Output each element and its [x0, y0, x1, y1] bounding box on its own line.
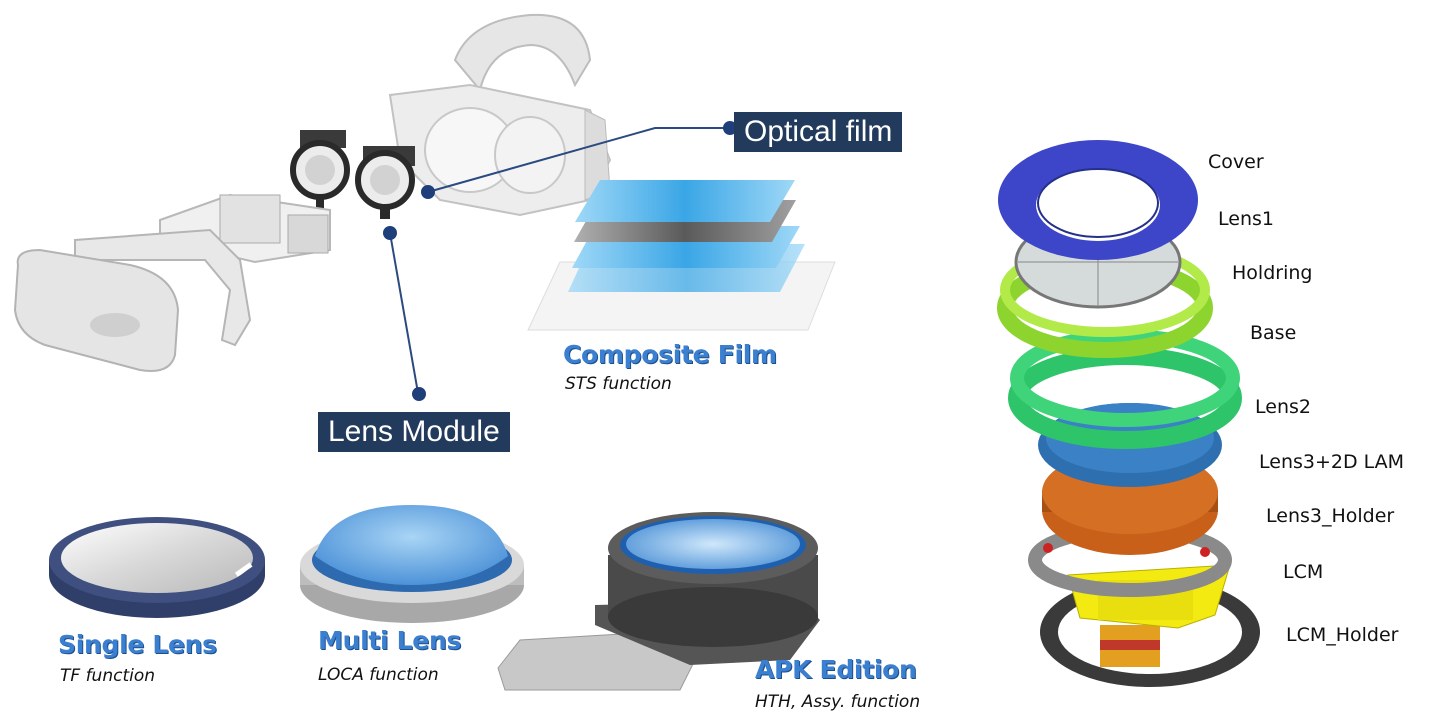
lens-module-callout: Lens Module — [318, 412, 510, 452]
composite-film-subtitle: STS function — [565, 374, 672, 394]
head-strap — [453, 13, 592, 93]
multi-lens-illustration — [300, 505, 524, 623]
stack-label-lens3-holder: Lens3_Holder — [1266, 505, 1395, 527]
optical-film-connector — [427, 127, 730, 193]
front-cover — [13, 248, 180, 372]
front-frame — [74, 228, 252, 347]
optical-film-dot-start — [421, 185, 435, 199]
apk-edition-title: APK Edition — [755, 655, 917, 684]
lens-module-left — [290, 130, 350, 209]
stack-label-holdring: Holdring — [1232, 262, 1313, 284]
composite-film-title: Composite Film — [563, 340, 777, 369]
cover-part — [998, 140, 1198, 260]
stack-label-lens2: Lens2 — [1255, 396, 1311, 418]
multi-lens-subtitle: LOCA function — [318, 665, 439, 685]
single-lens-illustration — [49, 517, 265, 618]
lens-module-right — [355, 146, 415, 219]
apk-edition-subtitle: HTH, Assy. function — [755, 692, 921, 712]
film-layer-1 — [575, 180, 795, 222]
lens-module-dot-end — [412, 387, 426, 401]
lens-module-dot-start — [383, 226, 397, 240]
stack-label-lcm-holder: LCM_Holder — [1286, 624, 1399, 646]
optical-film-dot-end — [723, 121, 737, 135]
optical-film-callout: Optical film — [734, 112, 903, 152]
lens-module-connector — [389, 232, 419, 394]
multi-lens-title: Multi Lens — [318, 626, 462, 655]
stack-label-lens3-2d-lam: Lens3+2D LAM — [1259, 451, 1405, 473]
apk-edition-illustration — [497, 512, 820, 691]
stack-label-base: Base — [1250, 322, 1297, 344]
single-lens-subtitle: TF function — [60, 666, 156, 686]
stack-label-lcm: LCM — [1283, 561, 1324, 583]
single-lens-title: Single Lens — [58, 630, 217, 659]
stack-label-lens1: Lens1 — [1218, 208, 1274, 230]
stack-label-cover: Cover — [1208, 151, 1264, 173]
